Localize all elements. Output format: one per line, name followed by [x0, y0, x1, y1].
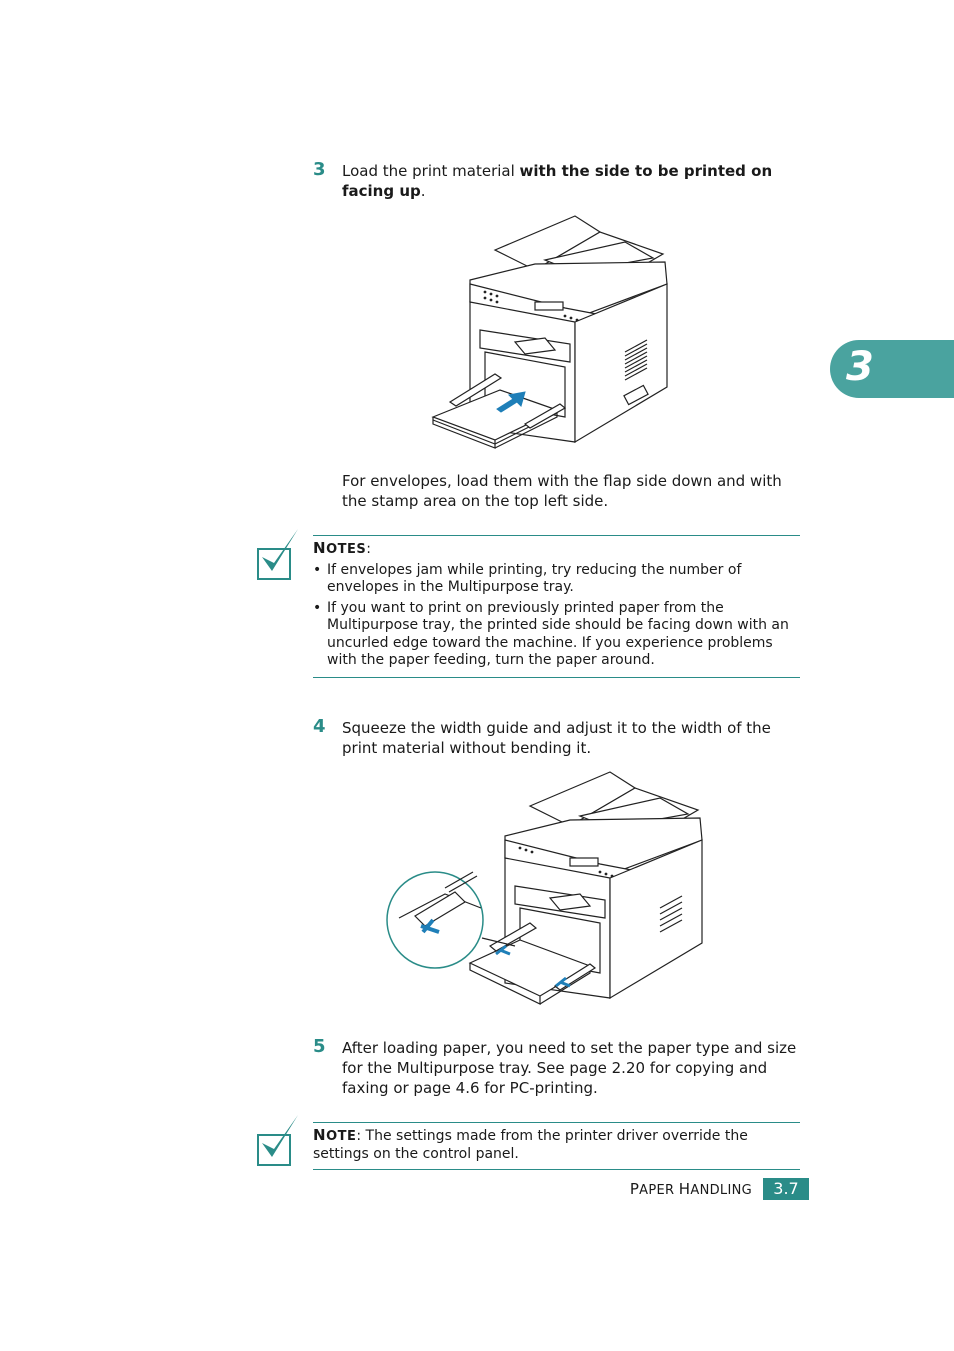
notes-box: NOTES: • If envelopes jam while printing… [313, 535, 800, 678]
chapter-tab: 3 [830, 340, 954, 398]
printer-loading-illustration [431, 215, 668, 449]
footer-word-aper: APER [639, 1183, 679, 1198]
notes-title: NOTES: [313, 539, 800, 559]
note-box: NOTE: The settings made from the printer… [313, 1122, 800, 1170]
step-4-text: Squeeze the width guide and adjust it to… [342, 719, 771, 757]
step-3-text: Load the print material with the side to… [342, 161, 802, 201]
note-title-initial: N [313, 1126, 327, 1144]
step-number-5: 5 [313, 1036, 326, 1057]
page-number: 3.7 [763, 1178, 809, 1200]
checkmark-note-icon [257, 529, 298, 580]
note-text: NOTE: The settings made from the printer… [313, 1126, 800, 1163]
step-3-end: . [420, 182, 426, 200]
notes-item: • If you want to print on previously pri… [313, 600, 800, 670]
chapter-number: 3 [846, 344, 874, 390]
footer-initial-h: H [678, 1180, 691, 1198]
step-3-bold: with the side to be printed on facing up [342, 162, 773, 200]
notes-item-text: If you want to print on previously print… [327, 599, 789, 669]
footer-word-andling: ANDLING [690, 1183, 752, 1198]
notes-item-text: If envelopes jam while printing, try red… [327, 561, 742, 596]
footer-section-title: PAPER HANDLING [600, 1180, 752, 1198]
step-3-plain: Load the print material [342, 162, 520, 180]
step-5-text: After loading paper, you need to set the… [342, 1039, 797, 1097]
note-body: : The settings made from the printer dri… [313, 1128, 748, 1162]
notes-title-colon: : [366, 541, 371, 557]
envelope-text: For envelopes, load them with the flap s… [342, 472, 782, 510]
notes-item: • If envelopes jam while printing, try r… [313, 562, 800, 597]
step-number-4: 4 [313, 716, 326, 737]
checkmark-note-icon [257, 1115, 298, 1166]
step-number-3: 3 [313, 159, 326, 180]
notes-title-initial: N [313, 539, 327, 557]
notes-title-rest: OTES [326, 542, 367, 557]
footer-initial-p: P [629, 1180, 640, 1198]
note-title-rest: OTE [326, 1129, 357, 1144]
width-guide-illustration [386, 771, 703, 1005]
